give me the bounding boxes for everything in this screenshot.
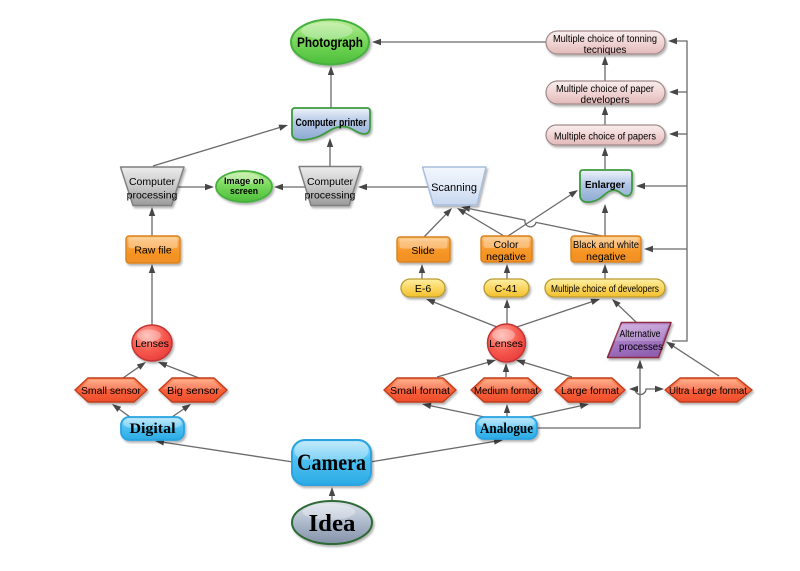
svg-text:E-6: E-6 (415, 283, 432, 295)
svg-text:Computer printer: Computer printer (296, 117, 368, 129)
svg-text:Small format: Small format (390, 385, 450, 397)
svg-text:Color: Color (493, 239, 519, 251)
svg-text:tecniques: tecniques (584, 45, 627, 56)
svg-text:Lenses: Lenses (489, 338, 523, 350)
svg-text:Camera: Camera (297, 450, 366, 475)
svg-text:Enlarger: Enlarger (585, 179, 625, 191)
svg-text:negative: negative (486, 251, 526, 263)
svg-text:Digital: Digital (130, 421, 176, 437)
svg-text:processes: processes (619, 342, 663, 353)
svg-text:Multiple choice of developers: Multiple choice of developers (551, 284, 659, 295)
svg-text:negative: negative (586, 251, 626, 263)
svg-text:Analogue: Analogue (480, 421, 533, 437)
svg-text:Computer: Computer (129, 176, 176, 188)
svg-text:screen: screen (230, 186, 258, 196)
svg-text:Lenses: Lenses (135, 338, 169, 350)
svg-text:Image on: Image on (224, 176, 264, 186)
svg-text:Raw file: Raw file (134, 245, 172, 257)
svg-text:developers: developers (581, 95, 630, 106)
svg-text:processing: processing (127, 190, 178, 202)
svg-text:Small sensor: Small sensor (81, 385, 141, 397)
svg-text:Multiple choice of tonning: Multiple choice of tonning (553, 34, 657, 45)
svg-text:Multiple choice of paper: Multiple choice of paper (556, 84, 655, 95)
svg-text:Medium format: Medium format (474, 385, 538, 397)
svg-text:Computer: Computer (307, 176, 354, 188)
svg-text:Big sensor: Big sensor (167, 385, 220, 397)
svg-text:processing: processing (305, 190, 356, 202)
svg-text:Large format: Large format (561, 385, 619, 397)
svg-text:Ultra Large format: Ultra Large format (669, 385, 747, 397)
svg-text:Photograph: Photograph (297, 35, 363, 50)
svg-text:Slide: Slide (411, 245, 435, 257)
svg-text:Scanning: Scanning (431, 182, 477, 194)
svg-text:Idea: Idea (309, 511, 356, 537)
svg-text:Black and white: Black and white (573, 239, 639, 251)
svg-text:C-41: C-41 (495, 283, 518, 295)
svg-text:Alternative: Alternative (620, 329, 661, 340)
svg-text:Multiple choice of papers: Multiple choice of papers (554, 132, 656, 143)
